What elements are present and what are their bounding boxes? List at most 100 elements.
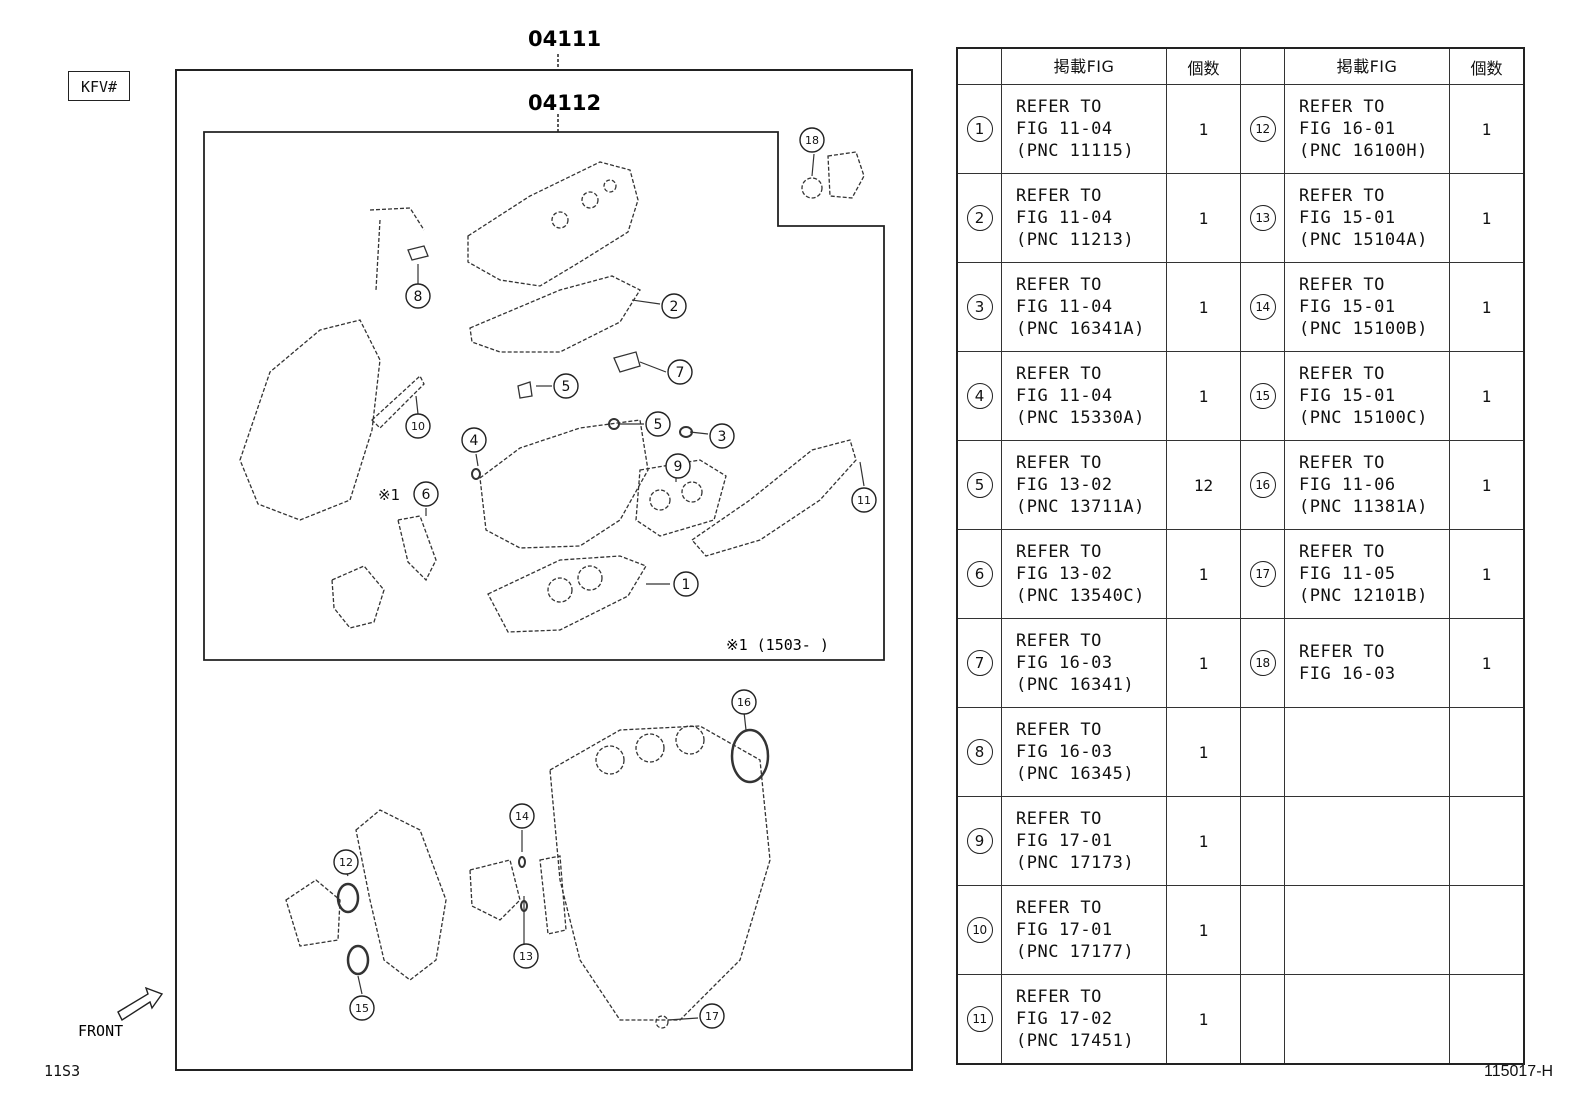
fig-ref-line1: REFER TO (1299, 453, 1385, 473)
callout-13: 13 (513, 943, 539, 969)
svg-text:15: 15 (355, 1002, 369, 1015)
quantity-left: 12 (1166, 440, 1241, 530)
item-number-circle: 18 (1249, 650, 1276, 676)
quantity-right: 1 (1449, 84, 1525, 174)
fig-ref-line1: REFER TO (1016, 720, 1102, 740)
fig-ref-line2: FIG 15-01 (1299, 386, 1396, 406)
fig-reference-right (1284, 707, 1450, 797)
callout-5b: 5 (645, 411, 671, 437)
item-number-circle: 7 (966, 650, 993, 676)
fig-ref-line1: REFER TO (1016, 275, 1102, 295)
front-arrow-icon (117, 986, 164, 1022)
row-number-left: 6 (956, 529, 1002, 619)
fig-ref-line2: FIG 17-01 (1016, 920, 1113, 940)
row-number-right: 15 (1240, 351, 1285, 441)
quantity-right (1449, 974, 1525, 1065)
svg-text:3: 3 (718, 429, 727, 445)
fig-ref-line1: REFER TO (1016, 186, 1102, 206)
header-qty-right: 個数 (1449, 47, 1525, 85)
fig-ref-line2: FIG 13-02 (1016, 475, 1113, 495)
header-qty-left: 個数 (1166, 47, 1241, 85)
fig-ref-line1: REFER TO (1016, 898, 1102, 918)
kit-04112-frame (203, 131, 885, 661)
callouts: 1 2 3 4 5 5 6 ※1 7 8 9 10 11 12 13 14 15… (333, 127, 877, 1029)
quantity-left: 1 (1166, 262, 1241, 352)
row-number-right: 12 (1240, 84, 1285, 174)
callout-16: 16 (731, 689, 757, 715)
callout-3: 3 (709, 423, 735, 449)
kit-04111-frame (175, 69, 913, 1071)
callout-17: 17 (699, 1003, 725, 1029)
model-code: KFV# (80, 78, 118, 96)
part-sketches (239, 151, 865, 1029)
quantity-left: 1 (1166, 885, 1241, 975)
callout-15: 15 (349, 995, 375, 1021)
callout-9: 9 (665, 453, 691, 479)
row-number-right (1240, 707, 1285, 797)
svg-text:10: 10 (411, 420, 425, 433)
svg-text:13: 13 (519, 950, 533, 963)
row-number-left: 8 (956, 707, 1002, 797)
fig-ref-line2: FIG 11-04 (1016, 119, 1113, 139)
table-header-row: 掲載FIG 個数 掲載FIG 個数 (956, 47, 1525, 85)
item-number-circle: 4 (966, 383, 993, 409)
item-number-circle: 9 (966, 828, 993, 854)
fig-ref-line3: (PNC 13711A) (1016, 497, 1145, 517)
row-number-left: 4 (956, 351, 1002, 441)
fig-ref-line1: REFER TO (1016, 453, 1102, 473)
callout-12: 12 (333, 849, 359, 875)
fig-ref-line3: (PNC 17173) (1016, 853, 1135, 873)
fig-ref-line3: (PNC 11213) (1016, 230, 1135, 250)
quantity-left: 1 (1166, 618, 1241, 708)
fig-ref-line2: FIG 11-04 (1016, 297, 1113, 317)
item-number-circle: 14 (1249, 294, 1276, 320)
item-number-circle: 6 (966, 561, 993, 587)
head-cover-sketch (467, 161, 639, 287)
callout-5a: 5 (553, 373, 579, 399)
fig-ref-line1: REFER TO (1016, 542, 1102, 562)
hose-sketch (369, 207, 425, 291)
fig-ref-line1: REFER TO (1016, 364, 1102, 384)
manifold-gasket-sketch (635, 459, 727, 537)
fig-ref-line1: REFER TO (1016, 97, 1102, 117)
throttle-sketch (331, 565, 385, 629)
quantity-right: 1 (1449, 262, 1525, 352)
header-no-right (1240, 47, 1285, 85)
cylinder-head-sketch (479, 419, 649, 549)
fig-ref-line2: FIG 17-01 (1016, 831, 1113, 851)
oil-seal-16-sketch (730, 728, 770, 784)
gasket-6-sketch (397, 515, 437, 582)
fig-ref-line1: REFER TO (1016, 809, 1102, 829)
fig-ref-line3: (PNC 12101B) (1299, 586, 1428, 606)
fig-ref-line1: REFER TO (1299, 97, 1385, 117)
svg-text:4: 4 (470, 433, 479, 449)
callout-7: 7 (667, 359, 693, 385)
row-number-left: 5 (956, 440, 1002, 530)
footer-right-code: 115017-H (1484, 1063, 1554, 1080)
fig-ref-line3: (PNC 13540C) (1016, 586, 1145, 606)
quantity-right: 1 (1449, 440, 1525, 530)
callout-2: 2 (661, 293, 687, 319)
callout-14: 14 (509, 803, 535, 829)
item-number-circle: 3 (966, 294, 993, 320)
svg-text:9: 9 (674, 459, 683, 475)
header-fig-left: 掲載FIG (1001, 47, 1167, 85)
fig-ref-line2: FIG 11-04 (1016, 386, 1113, 406)
row-number-right: 18 (1240, 618, 1285, 708)
fig-ref-line2: FIG 16-03 (1016, 653, 1113, 673)
front-label: FRONT (78, 1022, 123, 1040)
